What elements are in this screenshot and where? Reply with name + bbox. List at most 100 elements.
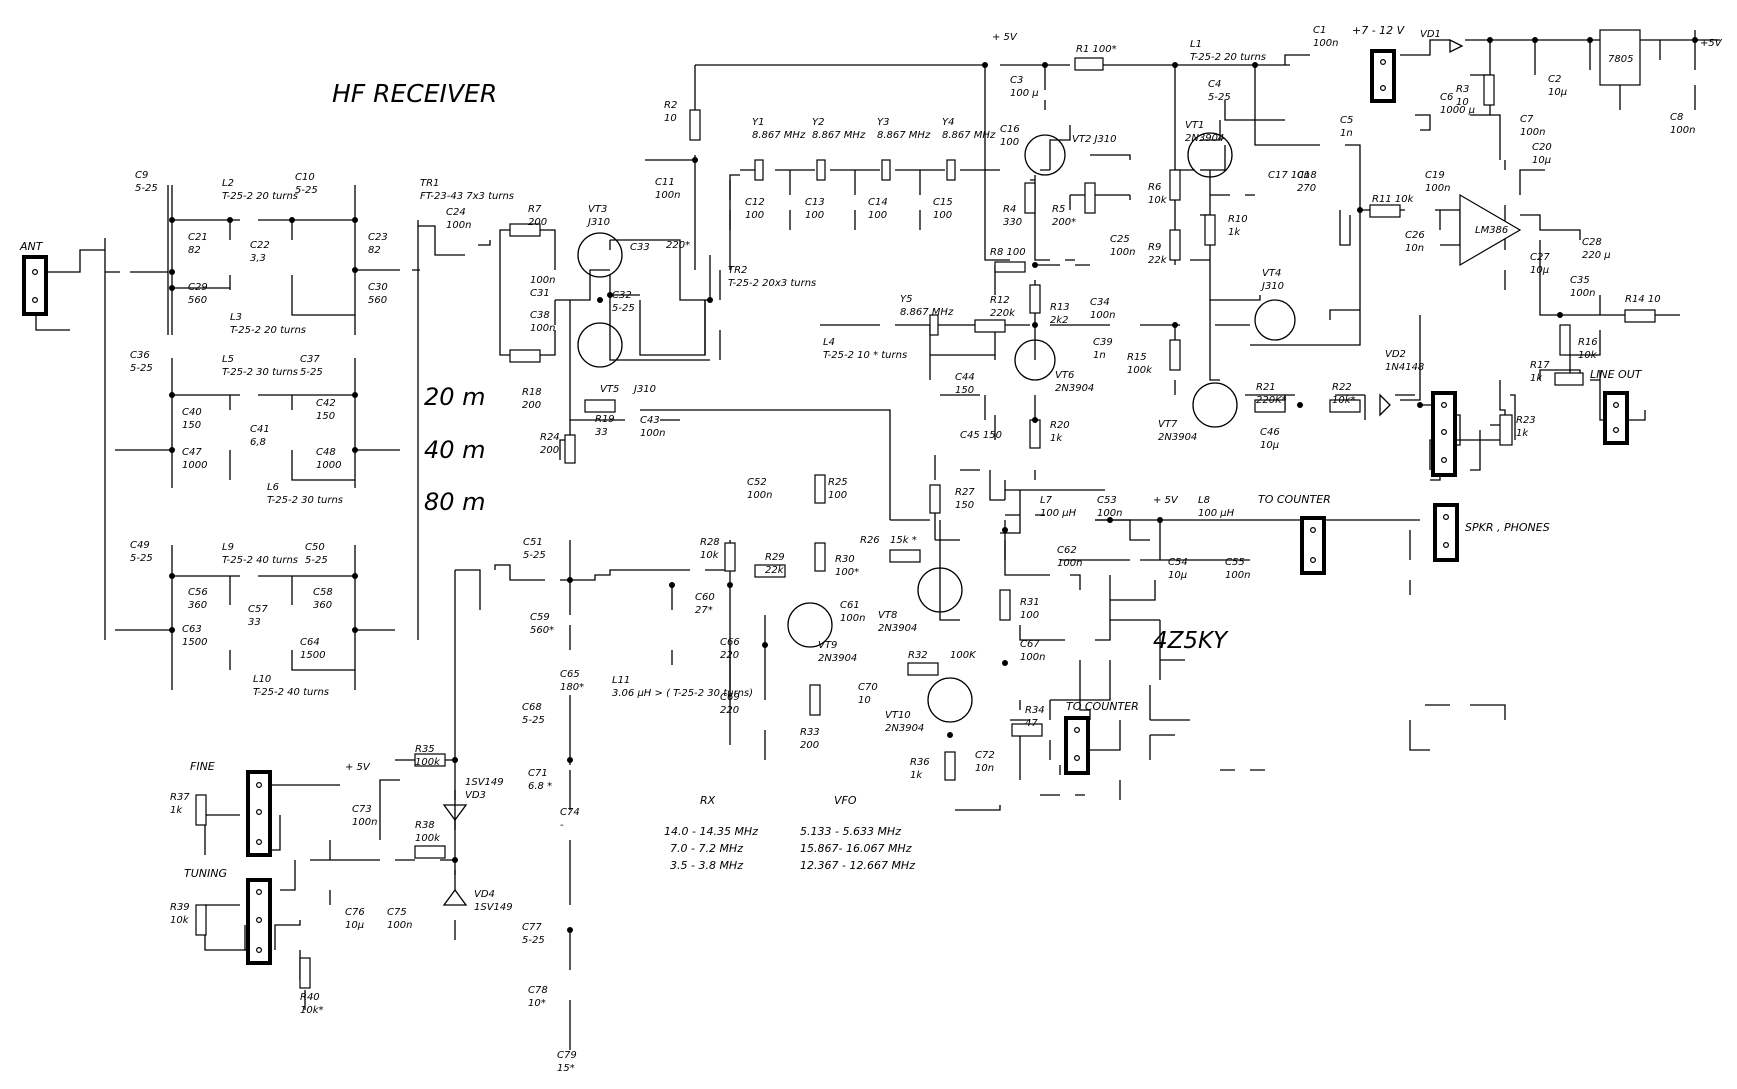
label-c65-line: 180*	[560, 682, 584, 693]
label-c56-line: 360	[188, 600, 207, 611]
label-c58-line: 360	[313, 600, 332, 611]
label-c78-line: 10*	[528, 998, 546, 1009]
label-l7-line: L7	[1040, 495, 1053, 506]
resistor-r18	[509, 349, 541, 363]
crystal-y4	[946, 159, 956, 181]
label-r11-line: R11 10k	[1372, 194, 1415, 205]
label-r39-line: 10k	[170, 915, 190, 926]
label-c71-line: 6.8 *	[528, 781, 552, 792]
transistor-vt7	[1192, 382, 1238, 428]
line-out-label: LINE OUT	[1590, 368, 1643, 381]
speaker-connector[interactable]	[1433, 503, 1459, 562]
label-r25-line: R25	[828, 477, 848, 488]
label-c66-line: C66	[720, 637, 740, 648]
label-r33-line: R33	[800, 727, 820, 738]
label-r40-line: R40	[300, 992, 320, 1003]
vfo-row-2: 15.867- 16.067 MHz	[800, 842, 912, 855]
label-vt6-line: 2N3904	[1055, 383, 1094, 394]
line-out-connector[interactable]	[1603, 391, 1629, 445]
label-r15-line: 100k	[1127, 365, 1153, 376]
resistor-r15	[1169, 339, 1181, 371]
label-r14-line: R14 10	[1625, 294, 1661, 305]
label-l8-line: L8	[1198, 495, 1210, 506]
label-c7-line: C7	[1520, 114, 1534, 125]
label-c26-line: C26	[1405, 230, 1425, 241]
label-r18-line: R18	[522, 387, 542, 398]
resistor-r24	[564, 434, 576, 464]
label-c51-line: C51	[523, 537, 543, 548]
label-c25-line: 100n	[1110, 247, 1135, 258]
counter-connector-2[interactable]	[1064, 716, 1090, 775]
label-r8: R8 100	[990, 247, 1026, 258]
label-r36-line: 1k	[910, 770, 923, 781]
page-title: HF RECEIVER	[332, 79, 497, 108]
label-r13-line: R13	[1050, 302, 1070, 313]
resistor-r20	[1029, 419, 1041, 449]
label-tr1-line: TR1	[420, 178, 439, 189]
label-l10-line: T-25-2 40 turns	[253, 687, 329, 698]
label-vt2-line: VT2 J310	[1072, 134, 1117, 145]
label-c43-line: 100n	[640, 428, 665, 439]
label-r18-line: 200	[522, 400, 541, 411]
transistor-vt2	[1024, 134, 1066, 176]
label-c53-line: 100n	[1097, 508, 1122, 519]
label-r6-line: 10k	[1148, 195, 1168, 206]
label-c4-line: C4	[1208, 79, 1221, 90]
label-r15-line: R15	[1127, 352, 1147, 363]
label-c36-line: 5-25	[130, 363, 153, 374]
label-c64-line: C64	[300, 637, 320, 648]
label-vt1-line: 2N3904	[1185, 133, 1224, 144]
resistor-r29	[754, 564, 786, 578]
label-r30-line: 100*	[835, 567, 859, 578]
label-r5-line: 200*	[1052, 217, 1076, 228]
label-r19-line: 33	[595, 427, 608, 438]
label-c47-line: 1000	[182, 460, 207, 471]
label-c33v: 220*	[666, 240, 690, 251]
label-c54-line: 10μ	[1168, 570, 1187, 581]
label-r38-line: 100k	[415, 833, 441, 844]
counter-connector-1[interactable]	[1300, 516, 1326, 575]
ant-connector[interactable]	[22, 255, 48, 316]
label-l4-line: T-25-2 10 * turns	[823, 350, 907, 361]
label-vd1-line: VD1	[1420, 29, 1441, 40]
vfo-row-3: 12.367 - 12.667 MHz	[800, 859, 915, 872]
author-callsign: 4Z5KY	[1153, 628, 1229, 654]
label-c14-line: C14	[868, 197, 888, 208]
spkr-label: SPKR , PHONES	[1465, 521, 1550, 534]
label-c37-line: 5-25	[300, 367, 323, 378]
label-r26v-line: 15k *	[890, 535, 917, 546]
label-c51-line: 5-25	[523, 550, 546, 561]
resistor-r25	[814, 474, 826, 504]
supply-connector[interactable]	[1370, 49, 1396, 103]
label-tr2-line: TR2	[728, 265, 747, 276]
label-c44-line: 150	[955, 385, 974, 396]
label-r7-line: 200	[528, 217, 547, 228]
label-c16-line: 100	[1000, 137, 1019, 148]
label-c20-line: 10μ	[1532, 155, 1551, 166]
label-r34-line: R34	[1025, 705, 1045, 716]
label-c8-line: C8	[1670, 112, 1683, 123]
label-c74-line: -	[560, 820, 564, 831]
label-c73-line: C73	[352, 804, 372, 815]
